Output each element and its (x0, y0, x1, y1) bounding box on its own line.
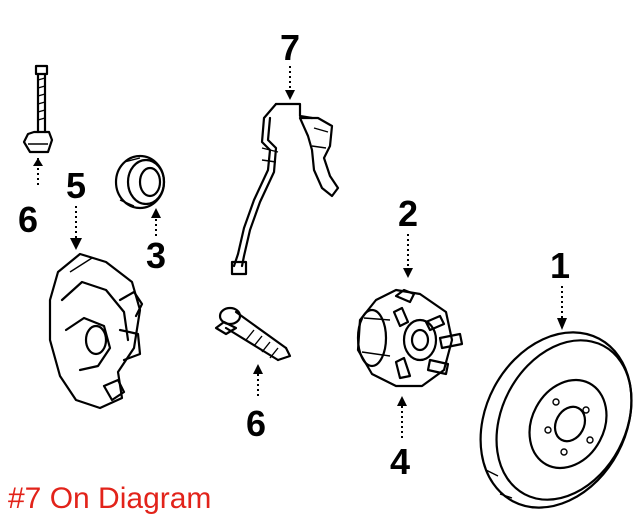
part-7-brake-hose (230, 102, 340, 276)
arrow-5 (70, 238, 82, 250)
arrow-6-center (253, 364, 263, 374)
callout-2: 2 (398, 193, 418, 234)
part-2-hub-assembly (356, 288, 454, 388)
arrow-1 (557, 318, 567, 330)
part-5-caliper (48, 252, 144, 410)
callout-1: 1 (550, 245, 570, 286)
part-1-brake-rotor (479, 331, 633, 509)
part-3-bearing (114, 154, 166, 210)
arrow-6-top (33, 158, 43, 166)
callout-6-center: 6 (246, 403, 266, 444)
callout-6-top: 6 (18, 199, 38, 240)
arrow-7 (285, 90, 295, 100)
arrow-3 (151, 208, 161, 218)
part-4-wheel-studs (392, 306, 464, 380)
diagram-caption: #7 On Diagram (8, 482, 212, 515)
callout-5: 5 (66, 165, 86, 206)
part-6-bolt-center (214, 306, 292, 362)
arrow-2 (403, 268, 413, 278)
arrow-4 (397, 396, 407, 406)
callout-4: 4 (390, 441, 410, 482)
part-6-bolt-top (22, 64, 54, 154)
callout-7: 7 (280, 27, 300, 68)
callout-3: 3 (146, 235, 166, 276)
